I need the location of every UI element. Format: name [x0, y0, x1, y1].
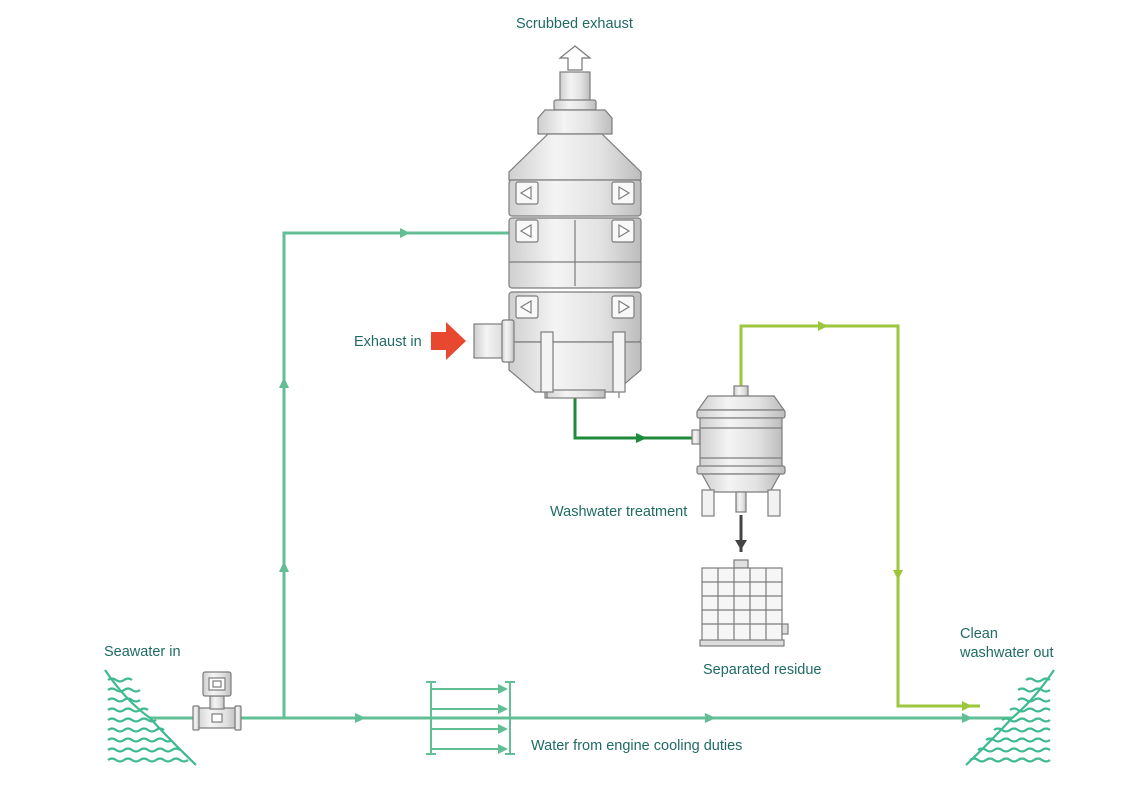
scrubbed-exhaust-label: Scrubbed exhaust: [516, 16, 633, 32]
residue-line: [735, 515, 747, 552]
heat-exchanger: [426, 681, 515, 755]
seawater-supply-line: [150, 231, 510, 720]
exhaust-in-arrow: [431, 322, 466, 360]
exhaust-in-label: Exhaust in: [354, 334, 422, 350]
arrow-right: [355, 713, 366, 723]
sea-waves-left: [104, 669, 197, 766]
separated-residue-label: Separated residue: [703, 662, 822, 678]
sea-waves-right: [965, 669, 1055, 766]
clean-washwater-out-label-line1: Clean: [960, 626, 998, 642]
washwater-treatment-label: Washwater treatment: [550, 504, 688, 520]
access-hatches: [515, 181, 635, 319]
seawater-in-label: Seawater in: [104, 644, 181, 660]
engine-cooling-label: Water from engine cooling duties: [531, 738, 743, 754]
arrow-right: [400, 228, 410, 238]
seawater-pump: [192, 671, 242, 731]
residue-container: [699, 559, 789, 647]
scrubber-tower: [473, 45, 642, 399]
scrubbed-exhaust-arrow: [558, 45, 592, 71]
washwater-line: [573, 398, 694, 443]
seawater-flow-arrows: [279, 228, 973, 723]
arrow-up: [279, 561, 289, 572]
washwater-treatment-tank: [691, 385, 786, 517]
arrow-up: [279, 377, 289, 388]
arrow-right: [705, 713, 716, 723]
arrow-right: [962, 713, 973, 723]
clean-washwater-out-label-line2: washwater out: [960, 645, 1054, 661]
clean-washwater-line: [739, 321, 980, 711]
